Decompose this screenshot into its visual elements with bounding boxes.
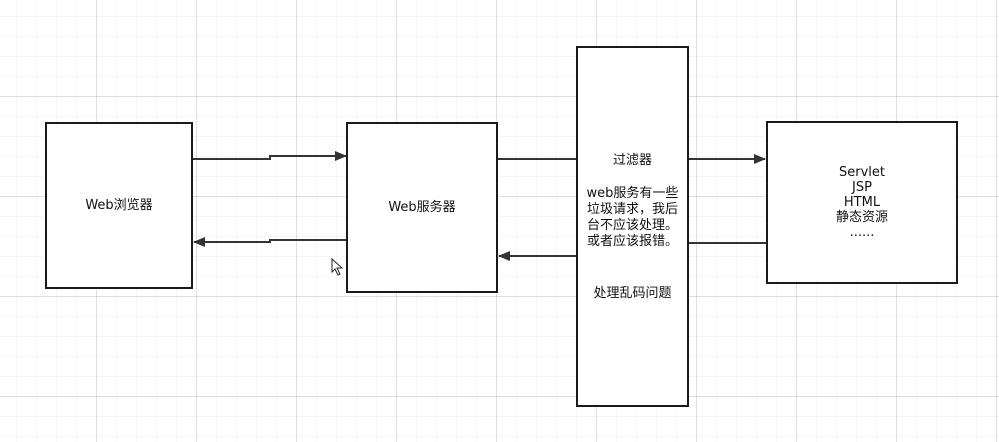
filter-title: 过滤器 <box>612 152 652 168</box>
resource-item-jsp: JSP <box>852 180 872 195</box>
filter-description-line: 垃圾请求，我后 <box>586 201 678 217</box>
filter-note: 处理乱码问题 <box>593 285 672 301</box>
filter-node[interactable]: 过滤器 web服务有一些 垃圾请求，我后 台不应该处理。 或者应该报错。 处理乱… <box>576 46 689 407</box>
resources-list: Servlet JSP HTML 静态资源 ...... <box>836 165 888 240</box>
resource-item-static: 静态资源 <box>835 210 888 225</box>
resources-node[interactable]: Servlet JSP HTML 静态资源 ...... <box>766 121 958 284</box>
server-label: Web服务器 <box>388 200 456 215</box>
filter-description-line: web服务有一些 <box>586 185 679 201</box>
edge-browser-to-server <box>193 151 347 161</box>
browser-label: Web浏览器 <box>85 198 153 213</box>
resource-item-more: ...... <box>849 225 875 240</box>
filter-description-line: 台不应该处理。 <box>586 217 678 233</box>
filter-description: web服务有一些 垃圾请求，我后 台不应该处理。 或者应该报错。 <box>587 186 679 250</box>
filter-description-line: 或者应该报错。 <box>586 233 678 249</box>
resource-item-html: HTML <box>843 195 881 210</box>
edge-server-to-browser <box>193 237 346 247</box>
browser-node[interactable]: Web浏览器 <box>45 122 193 289</box>
resource-item-servlet: Servlet <box>838 165 885 180</box>
server-node[interactable]: Web服务器 <box>346 122 498 293</box>
filter-content: 过滤器 web服务有一些 垃圾请求，我后 台不应该处理。 或者应该报错。 处理乱… <box>578 153 687 301</box>
mouse-pointer-icon <box>331 258 344 276</box>
